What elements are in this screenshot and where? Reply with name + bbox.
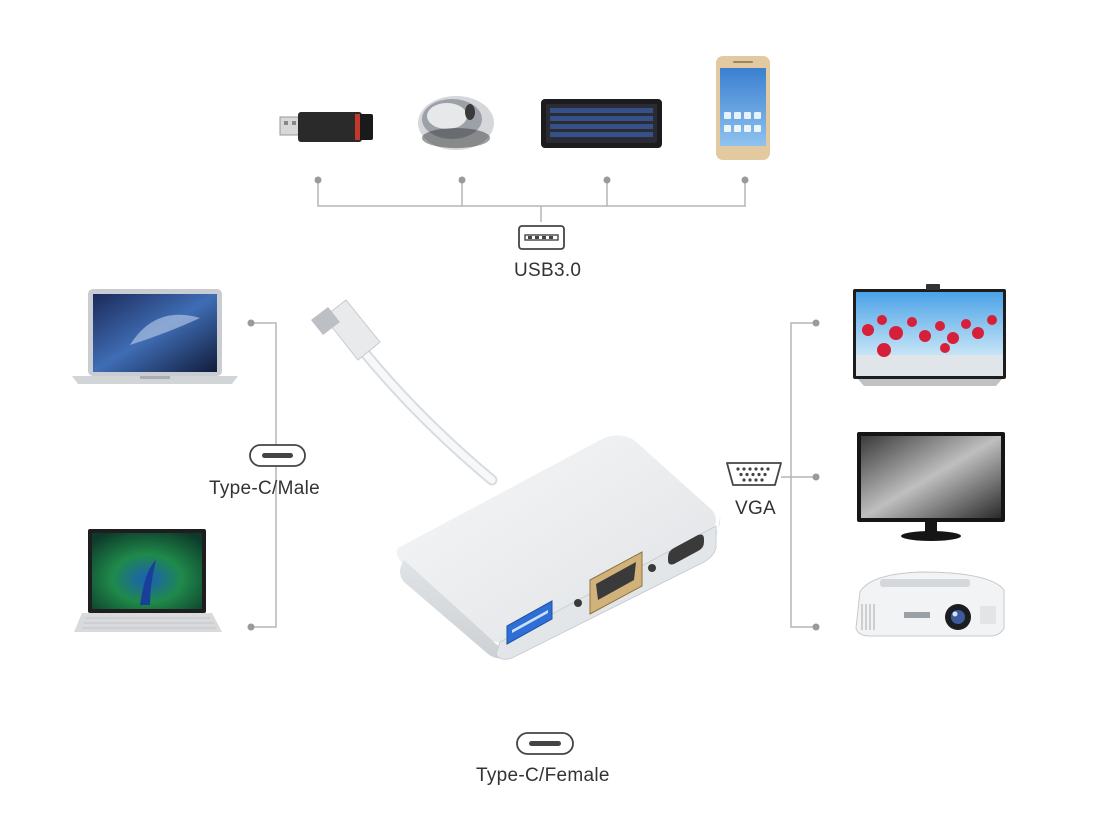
vga-port	[574, 551, 656, 615]
hub-body	[396, 435, 721, 660]
surface-laptop-icon	[74, 529, 222, 632]
monitor-icon	[857, 432, 1005, 541]
usb-flash-drive-icon	[279, 112, 373, 142]
vga-connector-dots	[812, 319, 820, 631]
usb-label: USB3.0	[514, 260, 582, 281]
vga-port-icon	[726, 462, 782, 486]
television-icon	[853, 284, 1006, 386]
typec-female-label: Type-C/Female	[476, 765, 610, 786]
vga-label: VGA	[735, 498, 777, 519]
type-c-port	[668, 534, 704, 565]
type-c-port-icon	[249, 444, 306, 467]
keyboard-icon	[541, 99, 662, 148]
typec-male-connector-dots	[247, 319, 255, 631]
typec-male-connector-lines	[251, 322, 277, 628]
typec-male-label: Type-C/Male	[209, 478, 321, 499]
smartphone-icon	[716, 56, 770, 160]
usb-port-icon	[518, 225, 565, 250]
macbook-laptop-icon	[72, 289, 238, 384]
usb-connector-dots	[314, 176, 749, 184]
usb-connector-lines	[317, 180, 746, 222]
usb3-port	[506, 600, 553, 645]
type-c-female-port-icon	[516, 732, 574, 755]
mouse-icon	[418, 96, 494, 150]
hub-cable	[311, 299, 498, 486]
vga-connector-lines	[781, 322, 816, 628]
projector-icon	[855, 571, 1005, 637]
